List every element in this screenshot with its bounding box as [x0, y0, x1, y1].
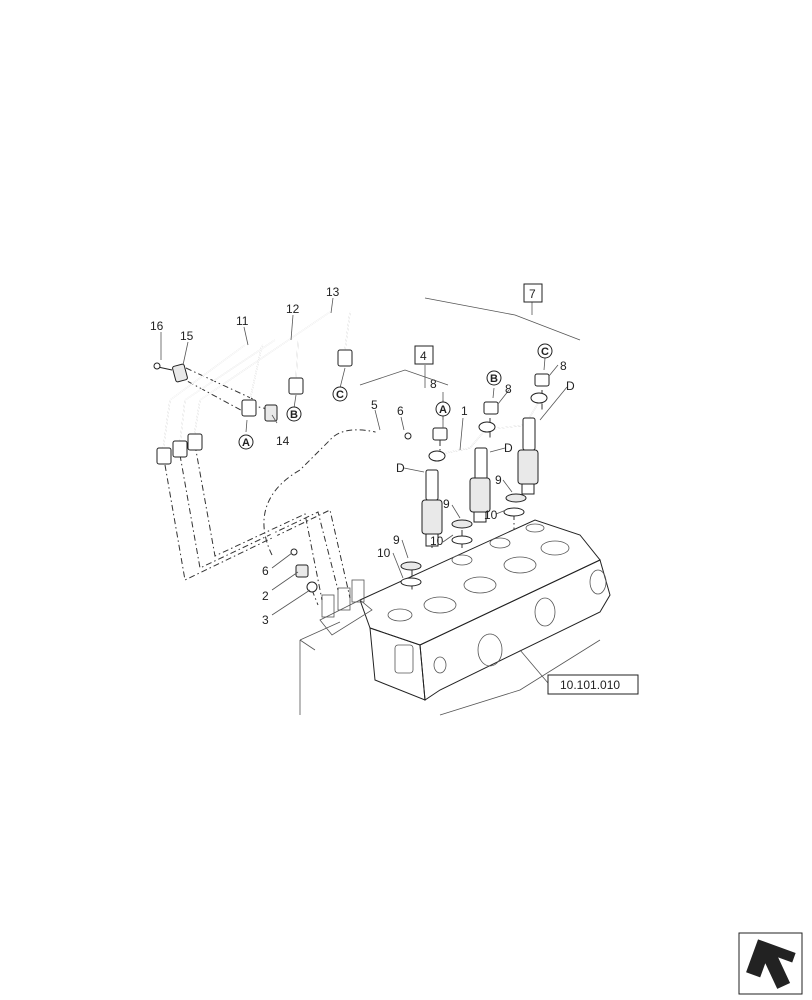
boxed-callouts: 4 7 — [414, 283, 543, 365]
callout-9c: 9 — [495, 473, 502, 487]
callout-10b: 10 — [430, 534, 444, 548]
injectors — [400, 417, 539, 587]
circle-b1: B — [290, 409, 298, 421]
page-arrow-icon[interactable] — [738, 932, 803, 995]
callout-16: 16 — [150, 319, 164, 333]
leader-lines — [160, 297, 568, 684]
callout-11: 11 — [236, 314, 249, 328]
injector-pipe-1 — [428, 392, 548, 462]
injector-3 — [503, 417, 539, 517]
callout-6a: 6 — [397, 404, 404, 418]
callout-3: 3 — [262, 613, 269, 627]
circled-letters: A A B B C C — [238, 343, 553, 450]
leak-off-line — [269, 429, 412, 593]
callout-5: 5 — [371, 398, 378, 412]
box-label-7: 7 — [529, 287, 536, 301]
callout-8b: 8 — [505, 382, 512, 396]
callout-d3: D — [566, 379, 575, 393]
callout-8a: 8 — [430, 377, 437, 391]
callout-labels: 1 2 3 5 6 6 8 8 8 9 9 9 10 10 10 11 12 1… — [150, 285, 575, 627]
callout-6b: 6 — [262, 564, 269, 578]
circle-a1: A — [242, 437, 250, 449]
circle-b2: B — [490, 373, 498, 385]
injector-pipes — [153, 311, 353, 465]
nuts — [432, 373, 550, 441]
circle-a2: A — [439, 404, 447, 416]
callout-8c: 8 — [560, 359, 567, 373]
circle-c2: C — [541, 346, 549, 358]
callout-10c: 10 — [484, 508, 498, 522]
box-label-4: 4 — [420, 349, 427, 363]
callout-10a: 10 — [377, 546, 391, 560]
callout-9a: 9 — [393, 533, 400, 547]
circle-c1: C — [336, 389, 344, 401]
callout-d1: D — [396, 461, 405, 475]
callout-d2: D — [504, 441, 513, 455]
callout-12: 12 — [286, 302, 300, 316]
injector-2 — [451, 447, 491, 545]
callout-1: 1 — [461, 404, 468, 418]
callout-2: 2 — [262, 589, 269, 603]
bracket-lines — [359, 297, 581, 388]
cylinder-head — [299, 519, 611, 716]
reference-label: 10.101.010 — [560, 678, 620, 692]
reference-box[interactable]: 10.101.010 — [547, 674, 639, 695]
callout-13: 13 — [326, 285, 340, 299]
injector-1 — [400, 469, 443, 587]
callout-9b: 9 — [443, 497, 450, 511]
callout-15: 15 — [180, 329, 194, 343]
callout-14: 14 — [276, 434, 290, 448]
